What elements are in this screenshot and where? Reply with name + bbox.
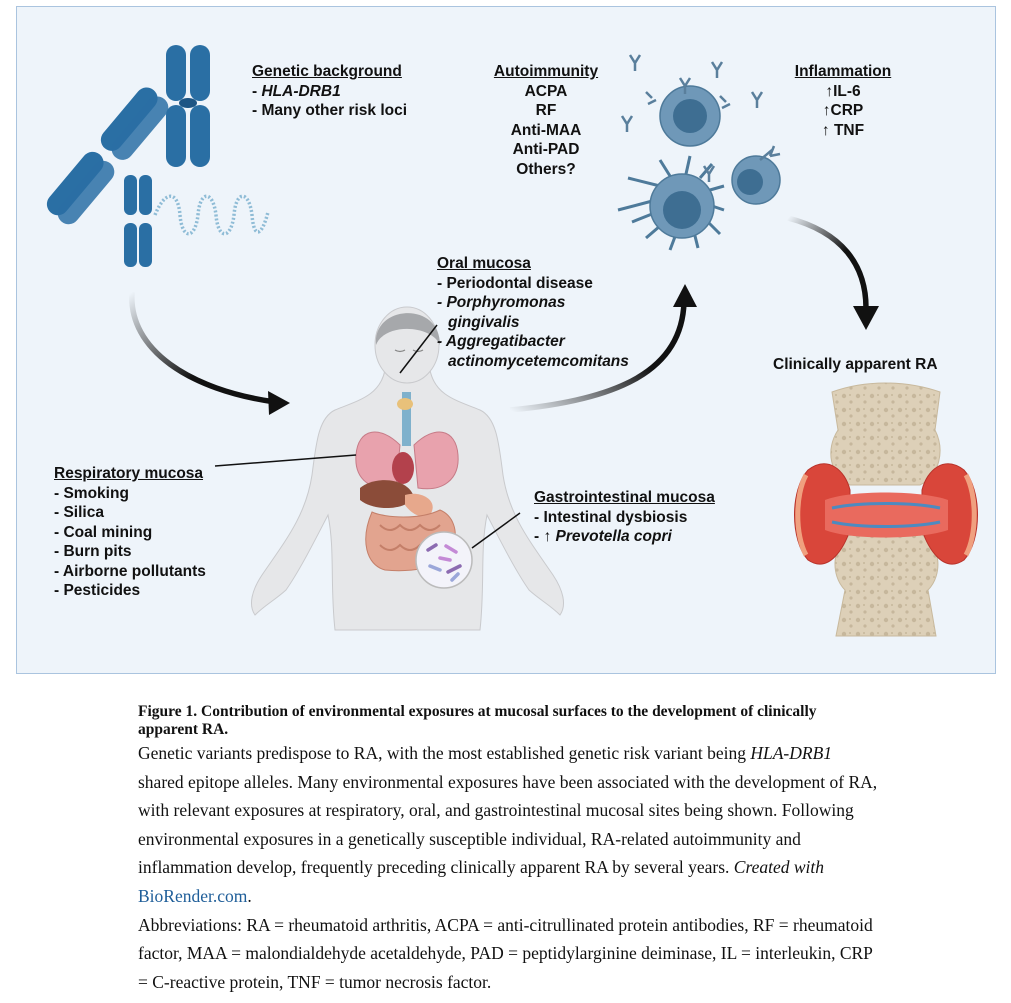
gi-item: ↑ (543, 528, 556, 545)
caption-gene: HLA-DRB1 (750, 743, 833, 763)
inflammation-block: Inflammation ↑IL-6 ↑CRP ↑ TNF (788, 62, 898, 140)
oral-item: Periodontal disease (446, 274, 593, 292)
oral-title: Oral mucosa (437, 255, 531, 272)
caption-title: Figure 1. Contribution of environmental … (138, 703, 817, 738)
outcome-label: Clinically apparent RA (773, 356, 938, 373)
human-body-icon (251, 306, 564, 631)
respiratory-item: Silica (63, 504, 104, 521)
gi-item: Prevotella copri (555, 528, 672, 545)
oral-item: Porphyromonas (446, 294, 566, 311)
autoimmunity-title: Autoimmunity (493, 63, 599, 80)
oral-mucosa-block: Oral mucosa - Periodontal disease - Porp… (437, 255, 629, 370)
respiratory-item: Burn pits (63, 543, 132, 560)
oral-item: Aggregatibacter (445, 333, 565, 350)
genetic-background-block: Genetic background - HLA-DRB1 - Many oth… (252, 63, 408, 119)
inflammation-item: ↑ TNF (821, 121, 865, 139)
biorender-link[interactable]: BioRender.com (138, 885, 248, 906)
dna-strand-icon (153, 194, 270, 236)
respiratory-item: Smoking (63, 484, 129, 502)
respiratory-item: Airborne pollutants (62, 562, 206, 580)
leader-lines (214, 324, 521, 549)
arrow-body-to-immune (509, 284, 697, 413)
respiratory-item: Pesticides (63, 582, 141, 599)
joint-icon (794, 382, 978, 637)
figure-artwork (46, 45, 978, 637)
immune-cells-icon (617, 54, 781, 251)
figure-caption: Figure 1. Contribution of environmental … (138, 703, 878, 996)
inflammation-item: ↑CRP (822, 102, 864, 119)
oral-item: gingivalis (448, 313, 520, 331)
autoimmunity-item: Others? (516, 160, 576, 178)
autoimmunity-item: ACPA (524, 82, 568, 100)
oral-item: actinomycetemcomitans (448, 352, 629, 370)
inflammation-item: ↑IL-6 (825, 82, 861, 100)
autoimmunity-item: Anti-MAA (510, 121, 582, 139)
genetic-item: HLA-DRB1 (261, 82, 341, 100)
caption-abbreviations: Abbreviations: RA = rheumatoid arthritis… (138, 914, 873, 992)
respiratory-item: Coal mining (63, 523, 153, 541)
gi-item: Intestinal dysbiosis (543, 508, 688, 526)
autoimmunity-block: Autoimmunity ACPA RF Anti-MAA Anti-PAD O… (488, 62, 604, 179)
arrow-immune-to-ra (787, 215, 879, 330)
autoimmunity-item: Anti-PAD (512, 141, 580, 158)
chromosome-icon (46, 45, 210, 267)
genetic-item: Many other risk loci (261, 102, 408, 119)
inflammation-title: Inflammation (794, 63, 892, 80)
genetic-title: Genetic background (252, 63, 402, 80)
gi-title: Gastrointestinal mucosa (534, 489, 715, 506)
arrow-genetic-to-body (129, 291, 290, 415)
respiratory-title: Respiratory mucosa (54, 465, 204, 482)
autoimmunity-item: RF (535, 102, 557, 119)
caption-body: Genetic variants predispose to RA, with … (138, 743, 878, 906)
respiratory-mucosa-block: Respiratory mucosa - Smoking - Silica - … (54, 465, 206, 599)
gastrointestinal-mucosa-block: Gastrointestinal mucosa - Intestinal dys… (534, 489, 715, 545)
gut-microbiota-icon (415, 531, 473, 589)
